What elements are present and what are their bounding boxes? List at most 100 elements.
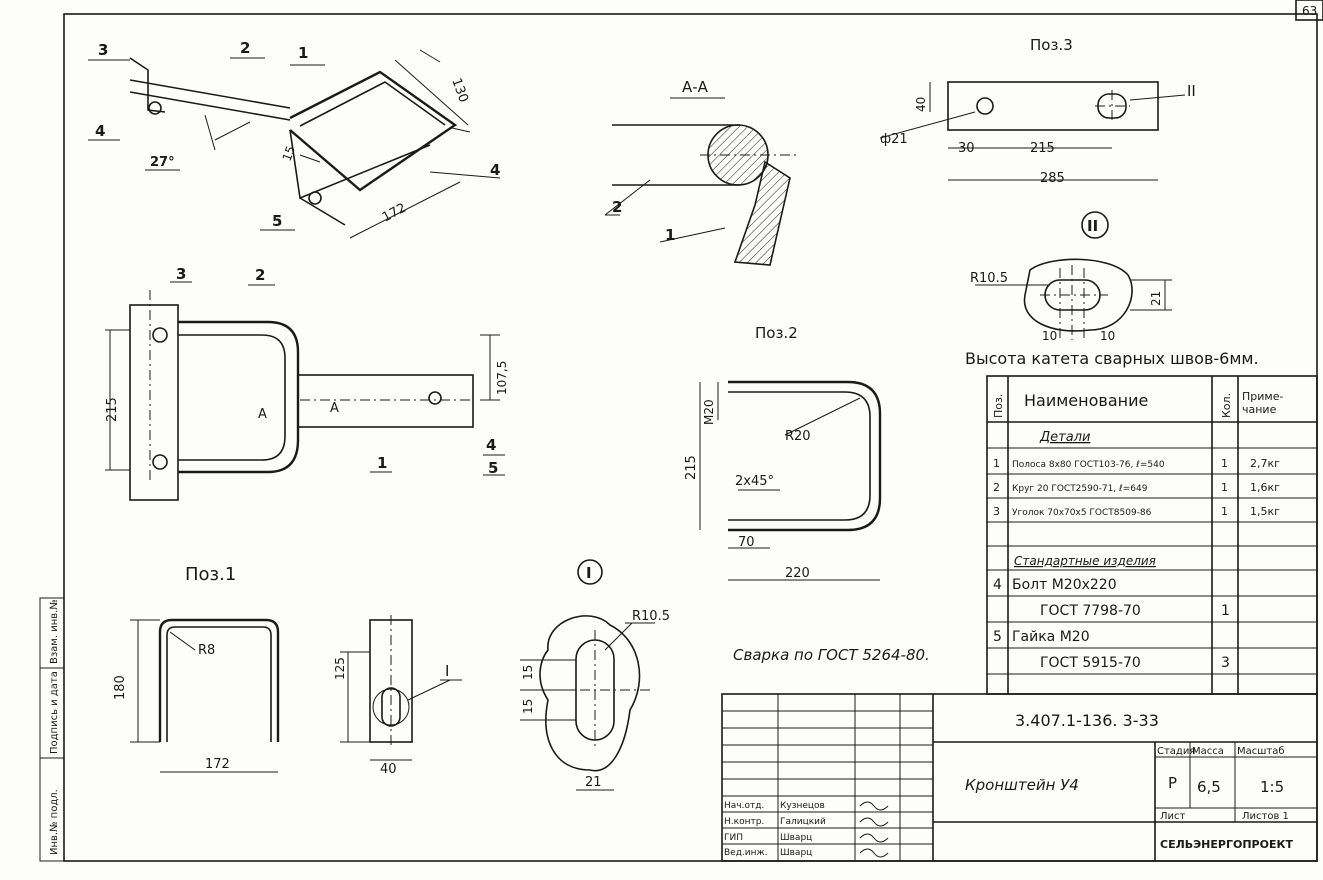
callout-2-iso: 2	[240, 39, 250, 57]
table-header-qty: Кол.	[1220, 393, 1233, 418]
sheets-label: Листов 1	[1242, 811, 1289, 822]
signature-3	[859, 833, 889, 843]
callout-1-iso: 1	[298, 44, 308, 62]
row6-name: Гайка М20	[1012, 629, 1090, 645]
side-stamp-signature: Подпись и дата	[49, 671, 60, 754]
detail-II: II R10.5 21 10 10	[970, 211, 1172, 343]
dim-R105a: R10.5	[970, 271, 1008, 286]
isometric-view: 3 2 1 4 27° 4 5 130 15 172	[88, 39, 500, 239]
name-4: Шварц	[780, 848, 812, 858]
row4-name: Болт М20х220	[1012, 577, 1117, 593]
stage-label: Стадия	[1157, 746, 1195, 757]
name-2: Галицкий	[780, 817, 826, 827]
row1-note: 2,7кг	[1250, 457, 1280, 470]
dim-R8: R8	[198, 643, 215, 658]
pos3-label: Поз.3	[1030, 36, 1073, 54]
row5-name: ГОСТ 7798-70	[1040, 603, 1141, 619]
table-header-name: Наименование	[1024, 391, 1148, 410]
row3-note: 1,5кг	[1250, 505, 1280, 518]
row7-qty: 3	[1221, 655, 1230, 671]
row1-pos: 1	[993, 457, 1000, 470]
dim-70: 70	[738, 535, 755, 550]
callout-2-front: 2	[255, 266, 265, 284]
dim-15: 15	[280, 144, 298, 163]
dim-R105b: R10.5	[632, 609, 670, 624]
row1-qty: 1	[1221, 457, 1228, 470]
dim-R20: R20	[785, 429, 811, 444]
table-header-note: Приме-	[1242, 390, 1283, 403]
pos2-view: Поз.2 M20 R20 215 2х45° 70 220	[684, 324, 882, 581]
callout-4b-iso: 4	[490, 161, 500, 179]
dim-30: 30	[958, 141, 975, 156]
detail-I: I R10.5 15 15 21	[520, 559, 670, 791]
dim-M20: M20	[702, 399, 716, 425]
section-mark-a-right: А	[330, 401, 339, 416]
mass-label: Масса	[1192, 746, 1224, 757]
dim-180: 180	[113, 675, 128, 700]
dim-15b: 15	[521, 665, 535, 680]
dim-220: 220	[785, 566, 810, 581]
title-block: 3.407.1-136. 3-33 Кронштейн У4 Стадия Ма…	[721, 693, 1318, 862]
pos3-view: Поз.3 40 ф21 30 215 285 II	[879, 36, 1196, 186]
dim-215a: 215	[1030, 141, 1055, 156]
pos1-view: Поз.1 180 R8 172 125 40 I	[113, 564, 462, 777]
mass-value: 6,5	[1197, 778, 1221, 796]
dim-27deg: 27°	[150, 155, 175, 170]
welding-standard: Сварка по ГОСТ 5264-80.	[733, 646, 930, 664]
row2-name: Круг 20 ГОСТ2590-71, ℓ=649	[1012, 484, 1148, 494]
dim-172a: 172	[380, 201, 409, 226]
role-4: Вед.инж.	[724, 848, 768, 858]
callout-4-iso: 4	[95, 122, 105, 140]
signature-2	[859, 817, 889, 827]
detail-I-ref: I	[445, 662, 449, 680]
scale-value: 1:5	[1260, 778, 1284, 796]
spec-table: Поз. Наименование Кол. Приме- чание Дета…	[986, 375, 1318, 695]
callout-4-front: 4	[486, 436, 496, 454]
table-header-pos: Поз.	[992, 394, 1005, 418]
callout-5-iso: 5	[272, 212, 282, 230]
detail-I-label: I	[586, 564, 592, 582]
weld-note: Высота катета сварных швов-6мм.	[965, 349, 1259, 368]
dim-2x45: 2х45°	[735, 474, 774, 489]
dim-40b: 40	[380, 762, 397, 777]
detail-II-ref: II	[1187, 82, 1196, 100]
dim-130: 130	[448, 76, 471, 104]
dim-285: 285	[1040, 171, 1065, 186]
dim-215b: 215	[105, 397, 120, 422]
drawing-title: Кронштейн У4	[965, 776, 1079, 794]
section-mark-a-left: А	[258, 407, 267, 422]
callout-2-section: 2	[612, 198, 622, 216]
scale-label: Масштаб	[1237, 746, 1285, 757]
section-details: Детали	[1039, 430, 1090, 445]
dim-dia21: ф21	[880, 132, 908, 147]
role-2: Н.контр.	[724, 817, 764, 827]
name-1: Кузнецов	[780, 801, 825, 811]
dim-21b: 21	[585, 775, 602, 790]
sheet-number-box	[1295, 0, 1323, 21]
role-3: ГИП	[724, 833, 743, 843]
signature-4	[859, 848, 889, 858]
row2-pos: 2	[993, 481, 1000, 494]
drawing-frame	[63, 13, 1318, 862]
row4-pos: 4	[993, 577, 1002, 593]
dim-15c: 15	[521, 699, 535, 714]
row5-qty: 1	[1221, 603, 1230, 619]
sheet-label: Лист	[1160, 811, 1186, 822]
dim-1075: 107,5	[495, 361, 509, 395]
table-header-note-2: чание	[1242, 403, 1277, 416]
side-stamp-inv: Инв.№ подл.	[49, 789, 60, 855]
side-stamp: Инв.№ подл. Подпись и дата Взам. инв.№	[39, 597, 65, 862]
row2-note: 1,6кг	[1250, 481, 1280, 494]
organization: СЕЛЬЭНЕРГОПРОЕКТ	[1160, 838, 1293, 851]
row3-name: Уголок 70х70х5 ГОСТ8509-86	[1012, 508, 1152, 518]
dim-21a: 21	[1149, 291, 1163, 306]
row3-qty: 1	[1221, 505, 1228, 518]
row7-name: ГОСТ 5915-70	[1040, 655, 1141, 671]
doc-code: 3.407.1-136. 3-33	[1015, 711, 1159, 730]
name-3: Шварц	[780, 833, 812, 843]
dim-215c: 215	[684, 455, 699, 480]
row2-qty: 1	[1221, 481, 1228, 494]
sheet-number: 63	[1302, 4, 1317, 18]
callout-1-front: 1	[377, 454, 387, 472]
